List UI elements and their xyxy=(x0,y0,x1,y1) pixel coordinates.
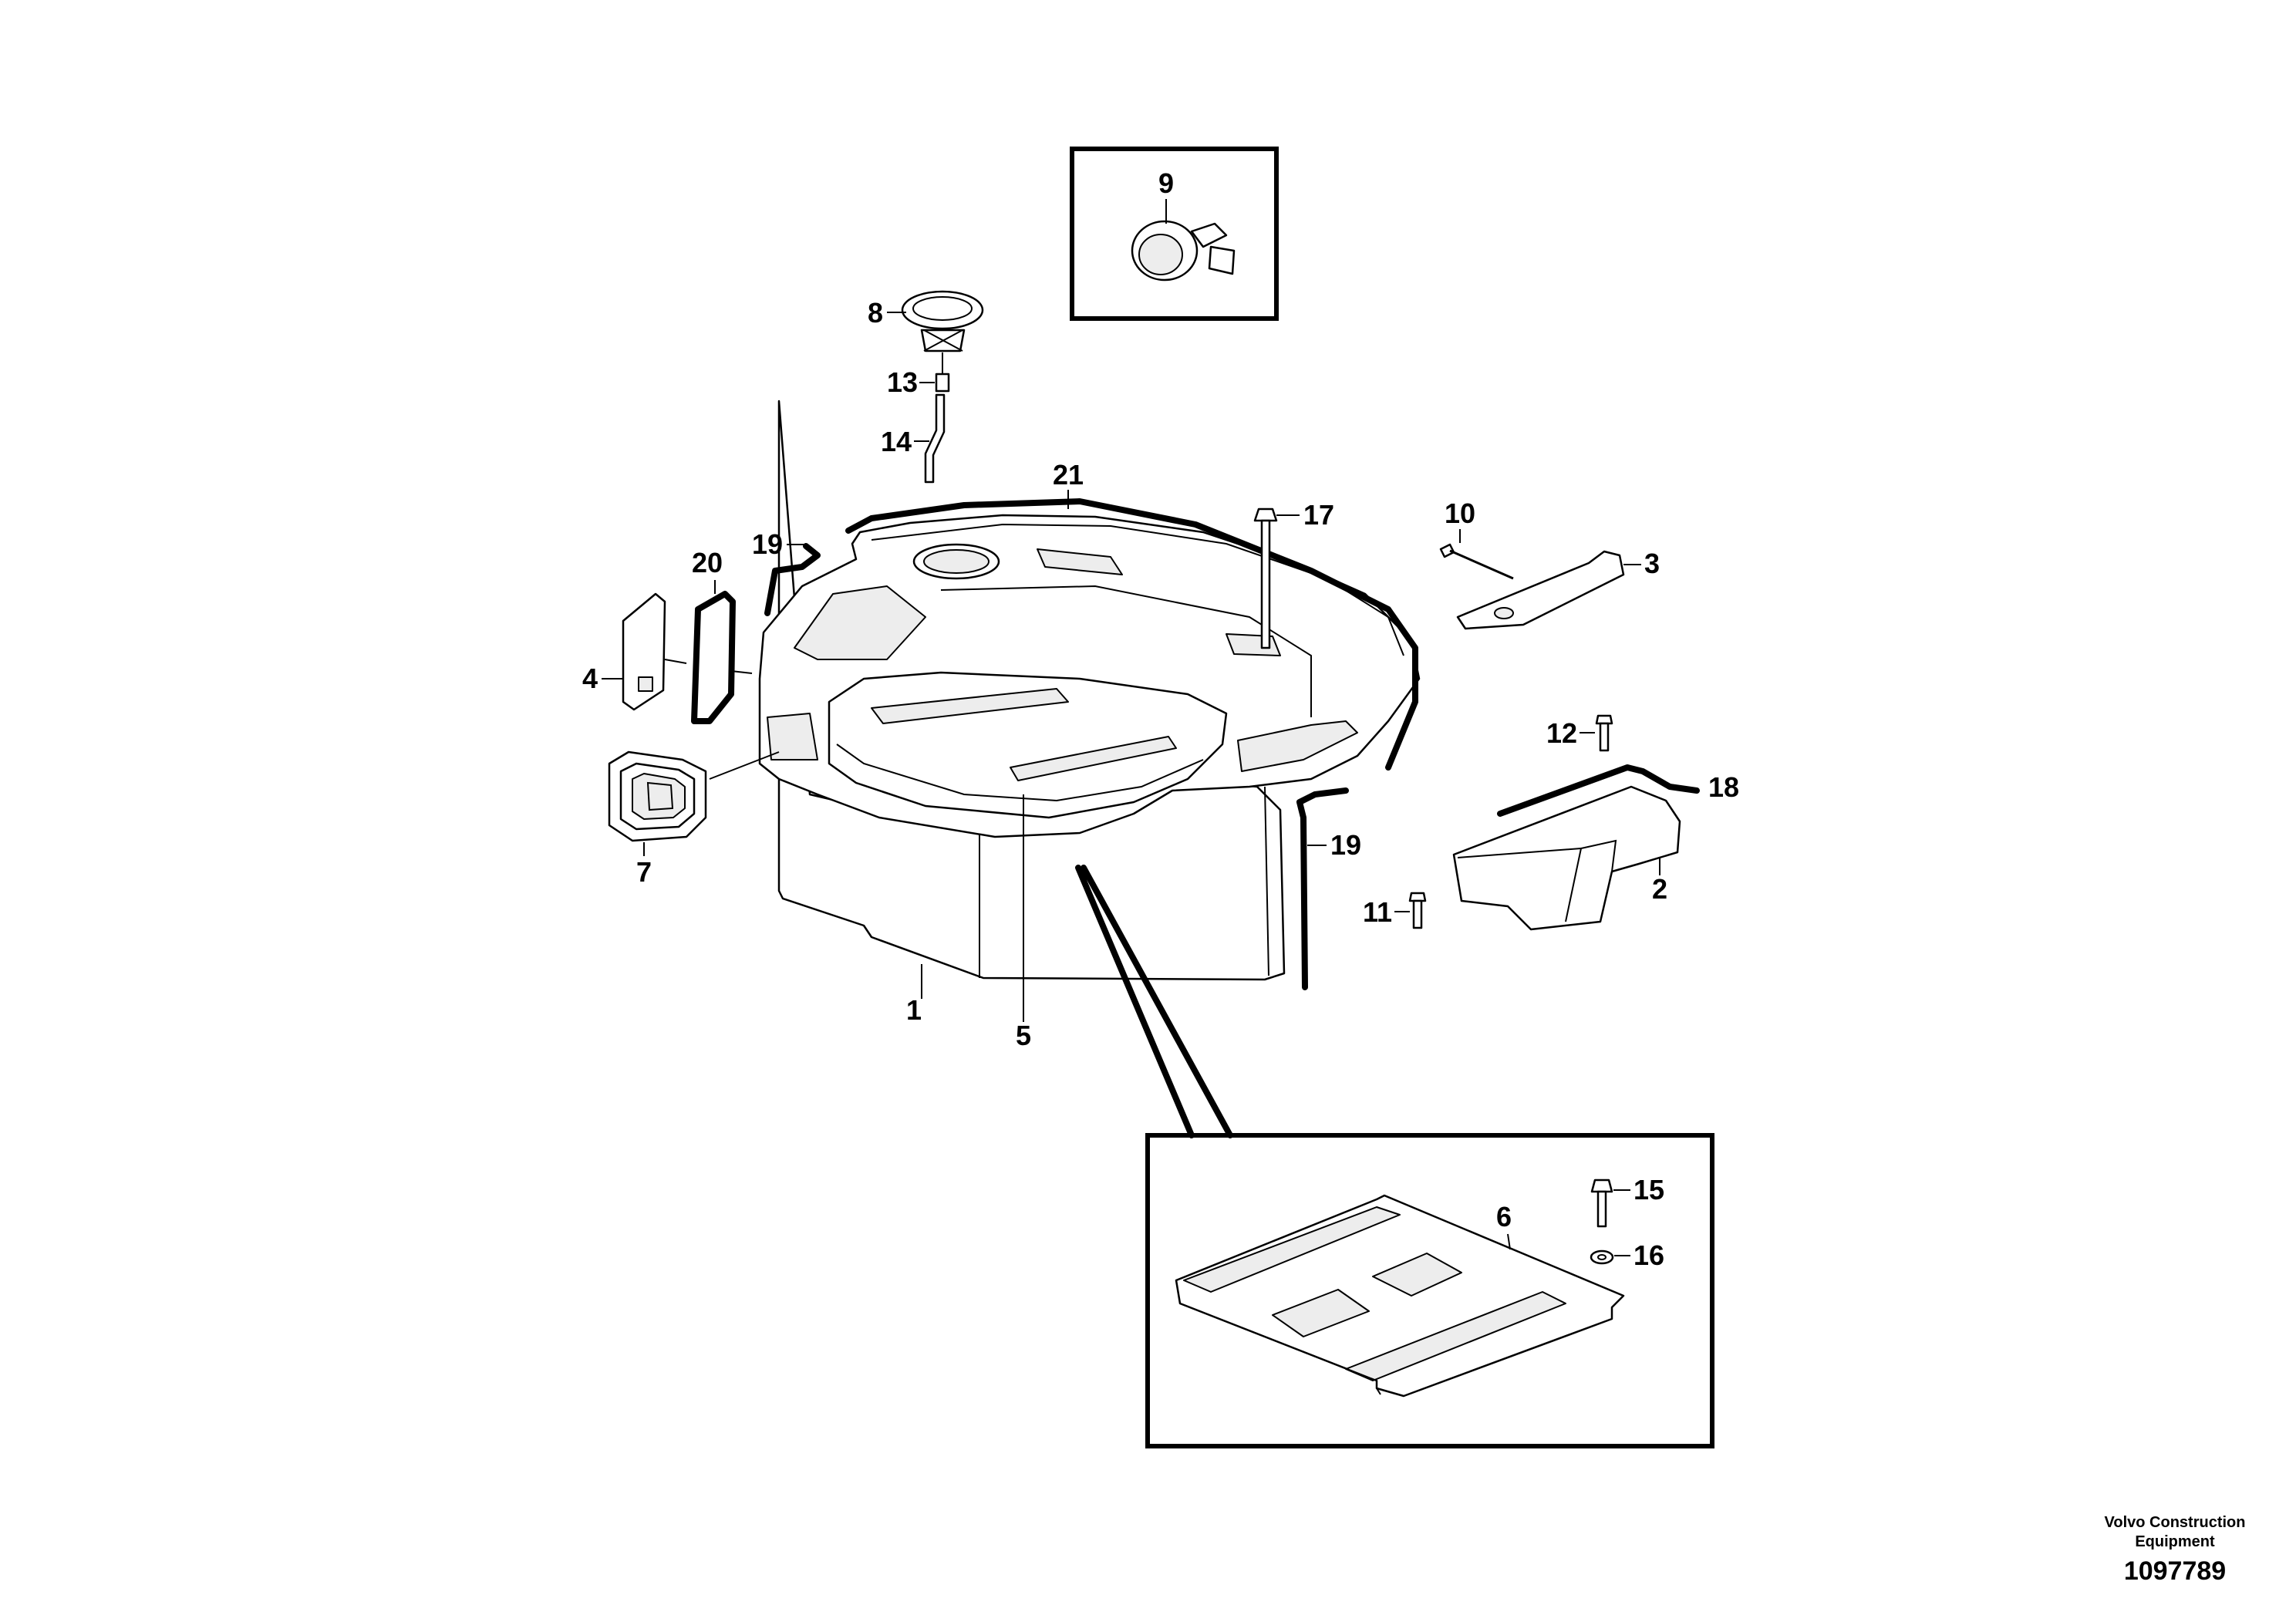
callout-21: 21 xyxy=(1053,459,1084,491)
callout-1: 1 xyxy=(906,994,922,1026)
callout-14: 14 xyxy=(881,426,912,457)
detail-box-plate: 15 16 6 xyxy=(1145,1133,1714,1448)
hose-clip xyxy=(935,352,950,393)
callout-10: 10 xyxy=(1445,497,1475,529)
callout-13: 13 xyxy=(887,366,918,398)
callout-3: 3 xyxy=(1644,548,1660,579)
detail-box-lock: 9 xyxy=(1070,147,1279,321)
callout-15: 15 xyxy=(1633,1174,1664,1206)
bolt-11 xyxy=(1408,892,1427,929)
callout-20: 20 xyxy=(692,547,723,578)
gasket xyxy=(691,591,736,724)
callout-9: 9 xyxy=(1158,167,1174,199)
callout-7: 7 xyxy=(636,856,652,888)
edge-seal xyxy=(845,498,1418,771)
callout-5: 5 xyxy=(1016,1020,1031,1051)
filler-cap xyxy=(901,290,984,352)
bracket xyxy=(1456,550,1625,630)
screw-10 xyxy=(1439,543,1514,580)
callout-8: 8 xyxy=(868,297,883,329)
seal-strip-left xyxy=(764,543,821,616)
main-cover xyxy=(758,400,1421,981)
callout-16: 16 xyxy=(1633,1239,1664,1271)
publisher-stamp: Volvo Construction Equipment 1097789 xyxy=(2105,1514,2246,1586)
bolt-15 xyxy=(1590,1179,1613,1228)
seal-strip-right xyxy=(1296,787,1349,990)
drain-hose xyxy=(924,393,946,484)
air-duct-boot xyxy=(608,750,707,842)
bolt-12 xyxy=(1595,714,1613,752)
callout-17: 17 xyxy=(1303,499,1334,531)
bolt-17 xyxy=(1253,508,1278,649)
cover-lid xyxy=(828,671,1228,819)
lock-cylinder xyxy=(1131,220,1236,282)
callout-19-right: 19 xyxy=(1330,829,1361,861)
stamp-line-1: Volvo Construction xyxy=(2105,1514,2246,1531)
tray-seal xyxy=(1497,764,1700,817)
callout-6: 6 xyxy=(1496,1201,1512,1233)
filter-panel xyxy=(622,592,666,711)
stamp-line-2: Equipment xyxy=(2135,1533,2215,1550)
callout-18: 18 xyxy=(1708,771,1739,803)
washer-16 xyxy=(1590,1249,1614,1265)
tray xyxy=(1452,785,1681,931)
callout-19-left: 19 xyxy=(752,528,783,560)
callout-12: 12 xyxy=(1546,717,1577,749)
stamp-number: 1097789 xyxy=(2124,1556,2226,1586)
detail-pointer xyxy=(1075,865,1233,1138)
bottom-plate xyxy=(1175,1194,1625,1398)
callout-4: 4 xyxy=(582,663,598,694)
callout-11: 11 xyxy=(1363,896,1392,928)
callout-2: 2 xyxy=(1652,873,1667,905)
